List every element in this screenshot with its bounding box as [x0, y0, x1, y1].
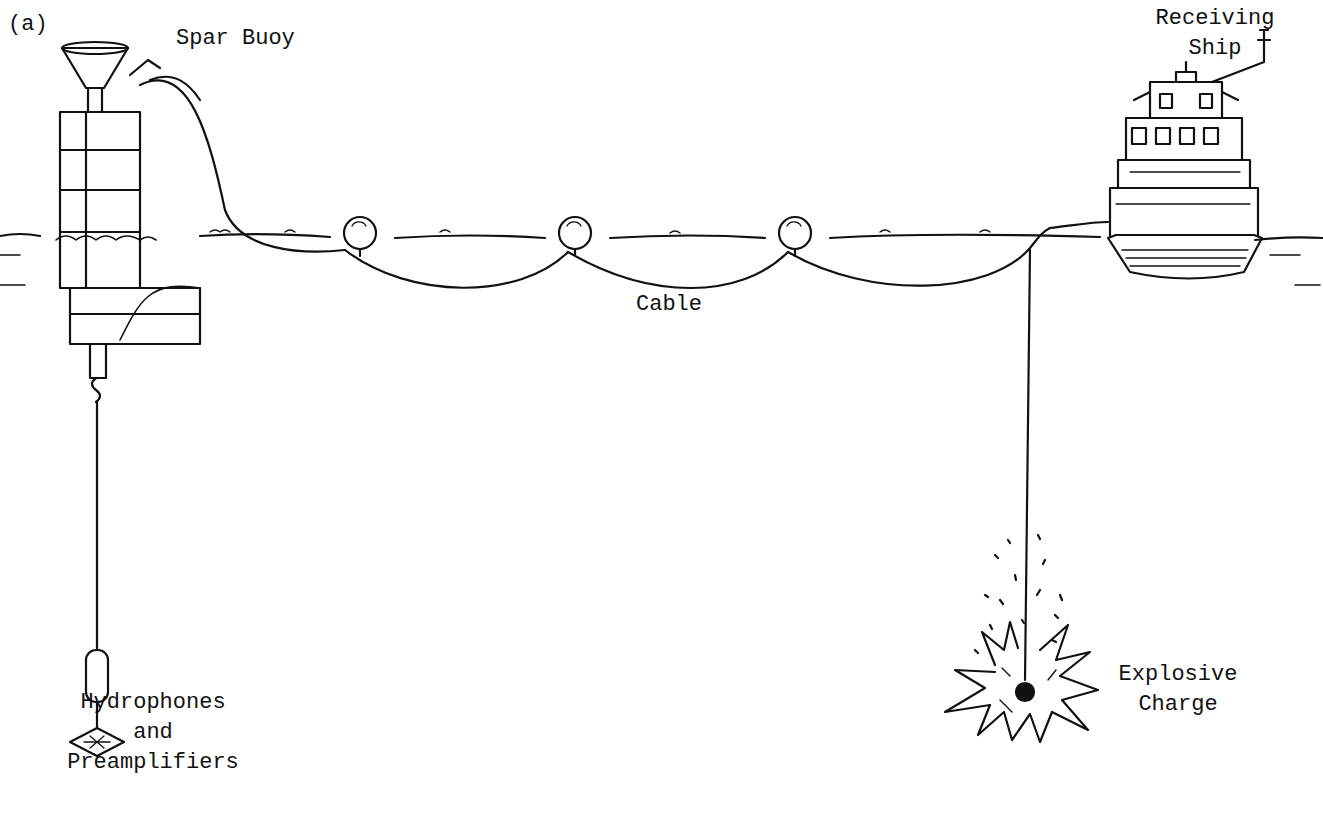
part-label: Cable	[636, 290, 736, 320]
water-surface	[0, 230, 1323, 285]
cable	[120, 77, 1050, 340]
receiving-ship	[1050, 30, 1270, 279]
explosive-charge	[945, 250, 1098, 742]
part-label: Receiving Ship	[1150, 4, 1280, 64]
part-label: Spar Buoy	[176, 24, 336, 54]
part-label: Hydrophones and Preamplifiers	[58, 688, 248, 778]
spar-buoy	[56, 42, 200, 650]
part-label: Explosive Charge	[1108, 660, 1248, 720]
panel-letter: (a)	[8, 10, 68, 40]
